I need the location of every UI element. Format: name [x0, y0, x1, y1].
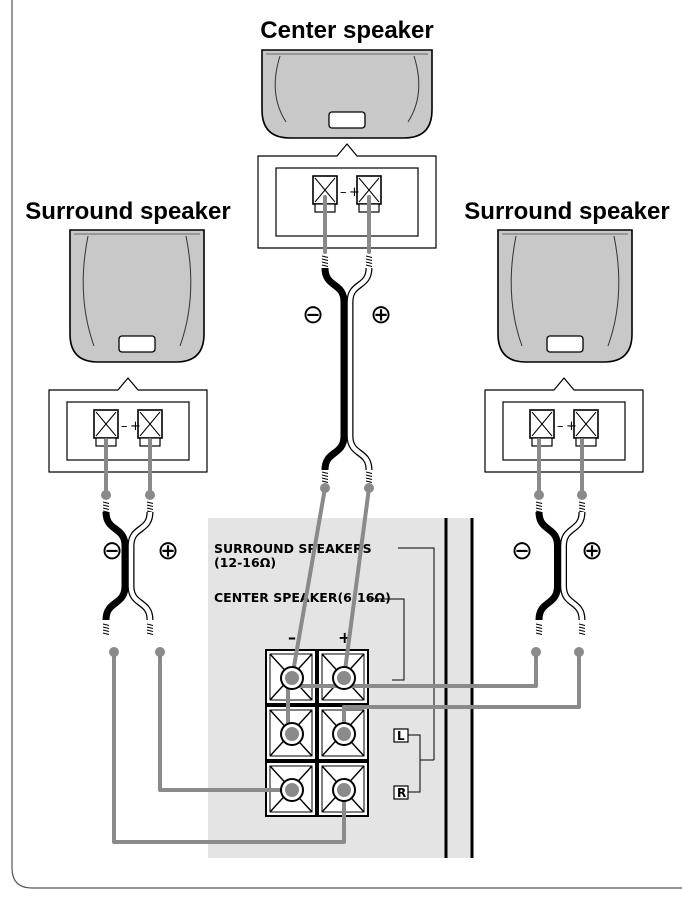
left-surround-speaker-title: Surround speaker	[25, 198, 230, 225]
terminal-knob-6	[332, 778, 356, 802]
center-speaker-connector: –+	[257, 143, 437, 249]
wire-plug	[102, 623, 110, 635]
connector-terminal-minus	[93, 409, 119, 447]
left-minus-wire	[112, 650, 346, 844]
speaker-logo-plate	[118, 335, 156, 353]
right-surround-speaker-title: Surround speaker	[464, 198, 669, 225]
wire-plug	[321, 255, 329, 267]
left-surround-speaker	[69, 229, 205, 363]
left-surround-connector: –+	[48, 377, 208, 473]
right-minus-wire	[286, 650, 538, 736]
speaker-cables	[101, 195, 587, 844]
center-speaker-title: Center speaker	[260, 17, 433, 44]
surround-impedance-label: (12-16Ω)	[214, 555, 276, 570]
left-plus-symbol: ⊕	[157, 536, 179, 566]
terminal-knob-4	[332, 722, 356, 746]
center-minus-wire	[290, 486, 327, 680]
right-channel-box: R	[393, 785, 409, 800]
right-plus-wire	[342, 650, 581, 736]
terminal-knob-5	[280, 778, 304, 802]
wire-end	[364, 483, 374, 493]
center-plus-symbol: ⊕	[370, 300, 392, 330]
right-plus-symbol: ⊕	[581, 536, 603, 566]
left-channel-box: L	[393, 728, 409, 743]
wire-plug	[146, 623, 154, 635]
wire-plug	[578, 501, 586, 513]
terminal-knob-2	[332, 666, 356, 690]
wire-end	[109, 647, 119, 657]
page-border	[11, 0, 682, 889]
connector-minus-label: –	[557, 419, 564, 434]
connector-plus-label: +	[349, 185, 360, 200]
wire-end	[155, 647, 165, 657]
connector-minus-label: –	[121, 419, 128, 434]
speaker-logo-plate	[546, 335, 584, 353]
left-plus-wire	[158, 650, 294, 792]
wire-plug	[578, 623, 586, 635]
wire-plug	[535, 623, 543, 635]
connector-terminal-minus	[529, 409, 555, 447]
surround-speakers-label: SURROUND SPEAKERS	[214, 541, 372, 556]
connector-terminal-plus	[573, 409, 599, 447]
wire-end	[577, 490, 587, 500]
center-speaker	[261, 49, 433, 139]
left-minus-symbol: ⊖	[101, 536, 123, 566]
right-minus-symbol: ⊖	[511, 536, 533, 566]
center-speaker-label: CENTER SPEAKER(6-16Ω)	[214, 590, 391, 605]
wire-end	[534, 490, 544, 500]
wire-plug	[321, 471, 329, 483]
svg-text:L: L	[397, 729, 405, 743]
connector-minus-label: –	[340, 185, 347, 200]
wire-end	[320, 483, 330, 493]
right-surround-speaker	[497, 229, 633, 363]
wire-end	[574, 647, 584, 657]
speaker-logo-plate	[328, 111, 366, 129]
wire-plug	[365, 471, 373, 483]
panel-minus-sign: –	[288, 628, 296, 647]
connector-plus-label: +	[130, 419, 141, 434]
wire-plug	[102, 501, 110, 513]
terminal-knob-1	[280, 666, 304, 690]
center-bracket-line	[368, 598, 405, 681]
wire-end	[145, 490, 155, 500]
right-twin-cable	[535, 511, 586, 621]
center-plus-wire	[342, 486, 371, 680]
wire-end	[101, 490, 111, 500]
wire-plug	[365, 255, 373, 267]
wire-plug	[146, 501, 154, 513]
connector-plus-label: +	[566, 419, 577, 434]
right-surround-connector: –+	[484, 377, 644, 473]
surround-bracket-line	[398, 547, 435, 760]
svg-text:R: R	[397, 786, 406, 800]
wire-end	[531, 647, 541, 657]
terminal-knob-3	[280, 722, 304, 746]
terminal-1-plus	[317, 649, 369, 705]
center-minus-symbol: ⊖	[302, 300, 324, 330]
left-twin-cable	[102, 511, 154, 621]
center-twin-cable	[321, 267, 373, 471]
wire-plug	[535, 501, 543, 513]
